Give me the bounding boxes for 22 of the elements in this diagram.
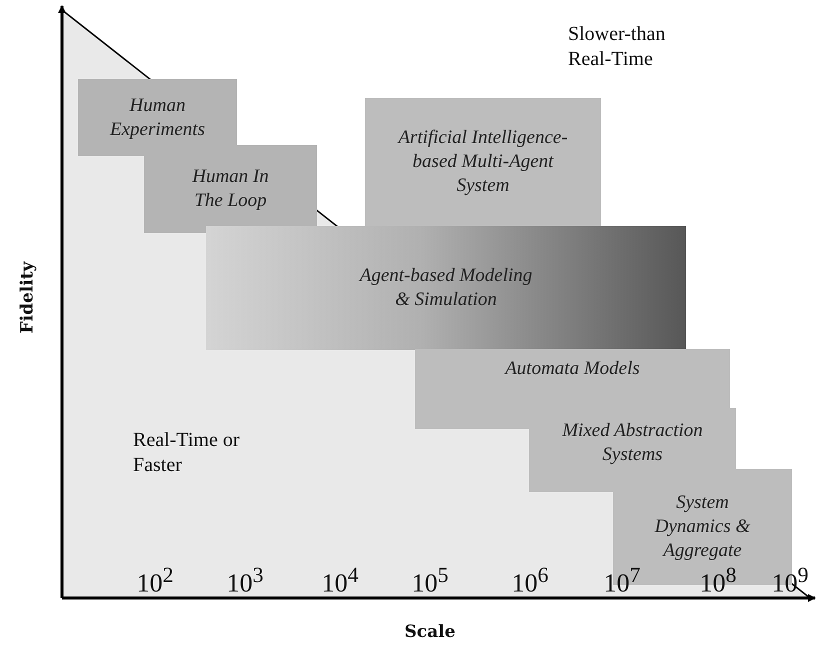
box-label: Agent-based Modeling & Simulation: [358, 264, 534, 312]
agent-based-modeling-box: [206, 226, 686, 350]
box-label: Automata Models: [505, 357, 640, 381]
box-label: Artificial Intelligence-based Multi-Agent System: [396, 126, 569, 198]
box-label: System Dynamics & Aggregate: [654, 491, 752, 563]
tick-label: 10$^{3}$: [226, 562, 264, 599]
tick-label: 10$^{8}$: [698, 562, 738, 599]
region-label: Real-Time or Faster: [133, 428, 240, 478]
tick-label: 10$^{4}$: [320, 562, 360, 599]
axis-title: Fidelity: [16, 260, 38, 336]
box-label: Mixed Abstraction Systems: [561, 419, 704, 467]
tick-label: 10$^{2}$: [136, 562, 174, 599]
region-label: Slower-than Real-Time: [568, 22, 666, 72]
tick-label: 10$^{9}$: [770, 562, 810, 599]
multi-agent-system-box: [365, 98, 601, 226]
tick-label: 10$^{7}$: [602, 562, 642, 599]
box-label: Human In The Loop: [191, 165, 270, 213]
tick-label: 10$^{5}$: [410, 562, 450, 599]
human-experiments-box: [78, 79, 237, 156]
axis-title: Scale: [404, 621, 456, 644]
tick-label: 10$^{6}$: [510, 562, 550, 599]
box-label: Human Experiments: [108, 94, 206, 142]
